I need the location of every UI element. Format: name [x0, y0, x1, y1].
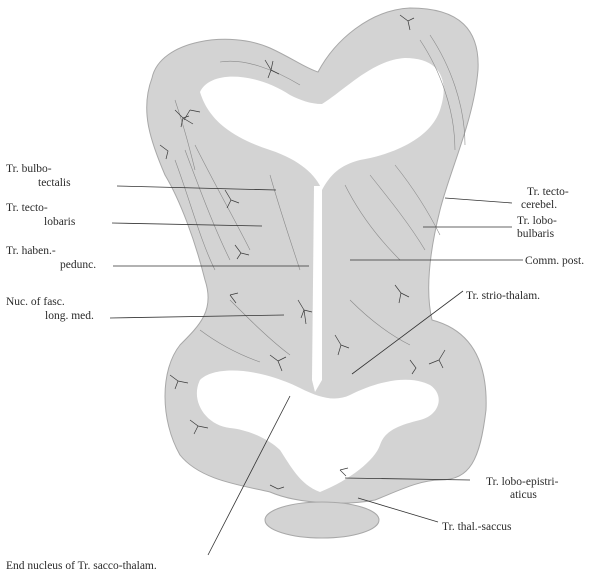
label-tr-striothalam: Tr. strio-thalam.	[466, 290, 540, 302]
label-end-nucleus: End nucleus of Tr. sacco-thalam.	[6, 560, 157, 572]
label-comm-post: Comm. post.	[525, 255, 584, 267]
label-tr-thalsaccus: Tr. thal.-saccus	[442, 521, 512, 533]
label-tr-bulbotectalis: Tr. bulbo- tectalis	[6, 163, 71, 189]
label-tr-habenpedunc: Tr. haben.- pedunc.	[6, 245, 96, 271]
label-tr-lobobulbaris: Tr. lobo- bulbaris	[517, 215, 560, 240]
leader-tr-tectocerebel	[445, 198, 512, 203]
label-tr-tectolobaris: Tr. tecto- lobaris	[6, 202, 76, 228]
saccus-oval	[265, 502, 379, 538]
labels-left: Tr. bulbo- tectalis Tr. tecto- lobaris T…	[6, 163, 96, 322]
label-nuc-fasc-long-med: Nuc. of fasc. long. med.	[6, 296, 94, 322]
label-tr-tectocerebel: Tr. tecto- cerebel.	[521, 186, 572, 211]
label-tr-loboepistriaticus: Tr. lobo-epistri- aticus	[486, 476, 561, 501]
